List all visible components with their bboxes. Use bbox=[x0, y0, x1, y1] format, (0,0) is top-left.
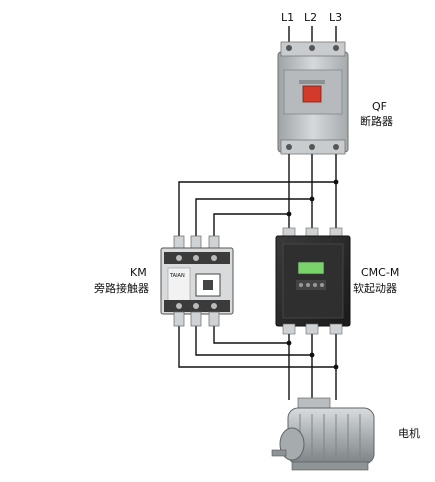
contactor-brand: TAIAN bbox=[169, 273, 185, 279]
starter-to-motor-wires bbox=[288, 334, 337, 400]
bypass-contactor: TAIAN bbox=[160, 235, 234, 327]
breaker-to-starter-wires bbox=[288, 154, 337, 232]
breaker-name-label: 断路器 bbox=[360, 114, 393, 128]
contactor-code-label: KM bbox=[130, 266, 147, 279]
contactor-name-label: 旁路接触器 bbox=[94, 281, 149, 295]
soft-starter bbox=[275, 227, 351, 335]
motor-shaft bbox=[271, 449, 287, 457]
breaker-handle bbox=[302, 85, 322, 103]
phase-label-l2: L2 bbox=[304, 11, 317, 24]
starter-name-label: 软起动器 bbox=[353, 281, 397, 295]
breaker-code-label: QF bbox=[372, 100, 387, 113]
bypass-input-wires bbox=[178, 181, 336, 244]
motor bbox=[271, 397, 375, 471]
starter-code-label: CMC-M bbox=[361, 266, 399, 279]
circuit-breaker bbox=[277, 41, 349, 155]
phase-label-l3: L3 bbox=[329, 11, 342, 24]
starter-display bbox=[297, 261, 325, 275]
phase-label-l1: L1 bbox=[281, 11, 294, 24]
motor-name-label: 电机 bbox=[398, 426, 420, 440]
phase-labels: L1 L2 L3 bbox=[281, 11, 342, 24]
